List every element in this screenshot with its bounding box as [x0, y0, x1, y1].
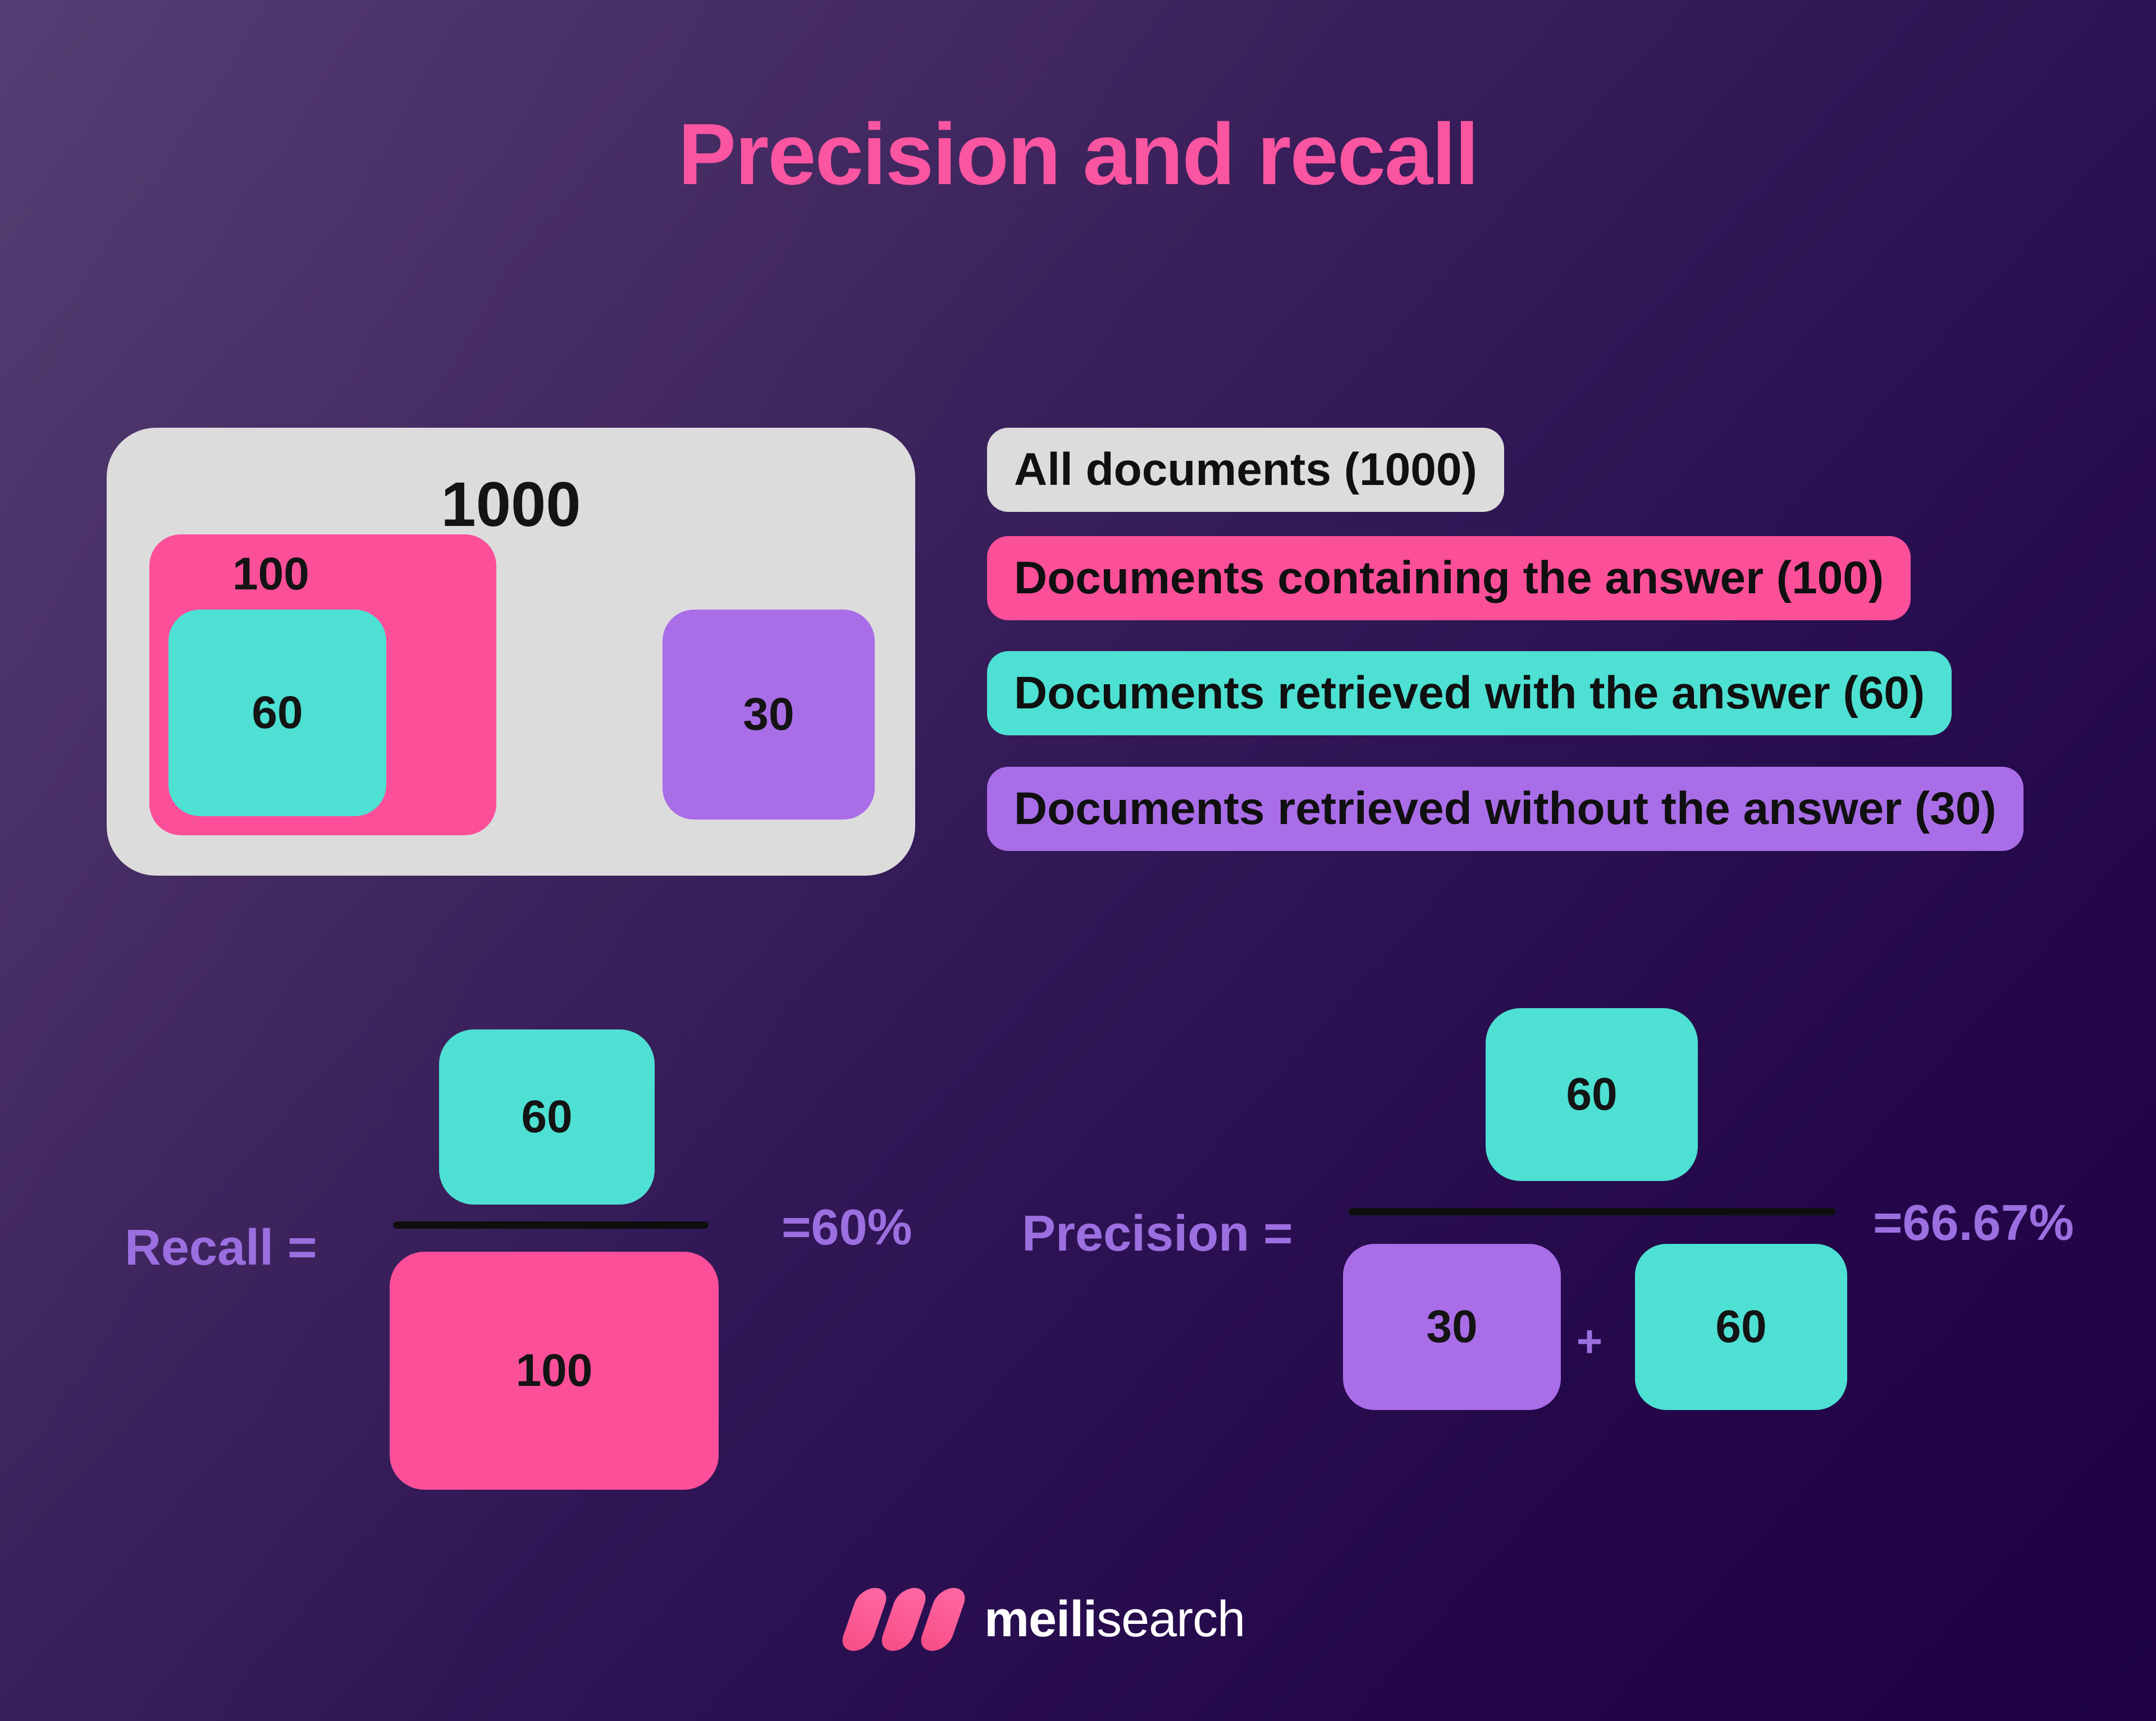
venn-retrieved-with-box: 60 — [168, 610, 386, 816]
recall-numerator-box: 60 — [439, 1029, 655, 1205]
precision-label: Precision = — [1022, 1206, 1293, 1262]
precision-denominator-left-box: 30 — [1343, 1244, 1561, 1410]
recall-numerator-value: 60 — [521, 1091, 573, 1142]
venn-containing-count: 100 — [232, 548, 309, 599]
wordmark-search: search — [1097, 1591, 1245, 1647]
meilisearch-logo: meilisearch — [838, 1586, 1245, 1653]
recall-denominator-box: 100 — [390, 1252, 719, 1490]
legend-retrieved-with-answer: Documents retrieved with the answer (60) — [987, 651, 1952, 735]
venn-all-count: 1000 — [441, 469, 581, 539]
legend-all-documents: All documents (1000) — [987, 428, 1504, 512]
wordmark-meili: meili — [984, 1591, 1097, 1647]
venn-retrieved-without-box: 30 — [663, 610, 875, 820]
precision-denominator-left-value: 30 — [1426, 1301, 1478, 1352]
venn-retrieved-with-count: 60 — [252, 687, 303, 738]
precision-fraction-line — [1349, 1208, 1836, 1215]
precision-numerator-value: 60 — [1566, 1069, 1618, 1120]
legend-retrieved-without-answer: Documents retrieved without the answer (… — [987, 767, 2023, 851]
legend-all-documents-label: All documents (1000) — [1014, 444, 1477, 495]
recall-label: Recall = — [125, 1220, 317, 1276]
legend-containing-answer-label: Documents containing the answer (100) — [1014, 552, 1884, 603]
precision-denominator-right-box: 60 — [1635, 1244, 1847, 1410]
venn-retrieved-without-count: 30 — [743, 689, 794, 740]
recall-result: =60% — [782, 1200, 912, 1256]
recall-fraction-line — [393, 1221, 709, 1229]
legend-retrieved-with-answer-label: Documents retrieved with the answer (60) — [1014, 667, 1925, 718]
precision-denominator-right-value: 60 — [1715, 1301, 1767, 1352]
precision-numerator-box: 60 — [1486, 1008, 1698, 1181]
precision-result: =66.67% — [1873, 1195, 2074, 1251]
page-title: Precision and recall — [678, 106, 1479, 203]
legend-retrieved-without-answer-label: Documents retrieved without the answer (… — [1014, 783, 1997, 834]
precision-plus-operator: + — [1576, 1316, 1603, 1366]
legend-containing-answer: Documents containing the answer (100) — [987, 536, 1911, 620]
recall-denominator-value: 100 — [515, 1345, 593, 1396]
meilisearch-stripes-icon — [838, 1588, 970, 1651]
meilisearch-wordmark: meilisearch — [984, 1591, 1245, 1649]
